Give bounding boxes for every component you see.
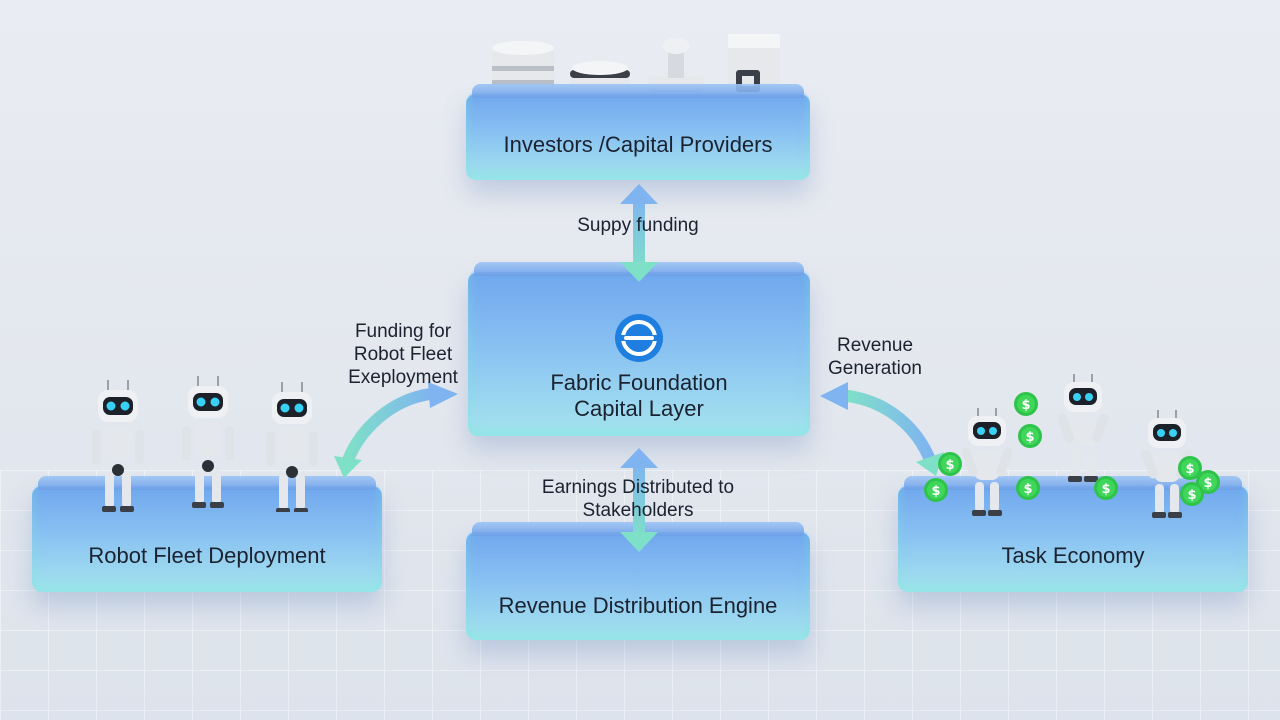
funding-fleet-arrow (334, 382, 458, 478)
robot-icon (91, 379, 145, 512)
hardware-devices (492, 34, 780, 103)
revenue-generation-label: Revenue Generation (810, 334, 940, 380)
fabric-label-line2: Capital Layer (574, 396, 704, 421)
task-economy-label: Task Economy (1001, 543, 1145, 568)
investors-label: Investors /Capital Providers (503, 132, 773, 157)
funding-fleet-label: Funding for Robot Fleet Exeployment (318, 320, 488, 389)
robot-fleet-node: Robot Fleet Deployment (32, 476, 382, 592)
dollar-coin-icon (924, 478, 948, 502)
supply-funding-label: Suppy funding (577, 215, 699, 236)
robot-icon (181, 376, 235, 509)
dollar-coin-icon (1180, 482, 1204, 506)
revenue-engine-node: Revenue Distribution Engine (466, 522, 810, 640)
revenue-generation-line1: Revenue (836, 335, 914, 356)
earnings-line2: Stakeholders (582, 500, 694, 521)
earnings-line1: Earnings Distributed to (541, 477, 735, 498)
funding-fleet-line1: Funding for (354, 321, 452, 342)
revenue-generation-arrow (820, 382, 944, 476)
earnings-arrow (620, 448, 658, 552)
funding-fleet-line3: Exeployment (348, 367, 458, 388)
dollar-coin-icon (1094, 476, 1118, 500)
robot-fleet-label: Robot Fleet Deployment (88, 543, 326, 568)
revenue-engine-label: Revenue Distribution Engine (498, 593, 778, 618)
revenue-generation-line2: Generation (827, 358, 922, 379)
robot-icon (1055, 373, 1111, 483)
dollar-coin-icon (1014, 392, 1038, 416)
earnings-label: Earnings Distributed to Stakeholders (508, 476, 768, 522)
fabric-foundation-node: Fabric Foundation Capital Layer (468, 262, 810, 436)
investors-node: Investors /Capital Providers (466, 84, 810, 180)
fabric-logo-icon (615, 314, 663, 362)
robot-icon (265, 381, 319, 512)
supply-funding-arrow (620, 184, 658, 282)
funding-fleet-line2: Robot Fleet (353, 344, 453, 365)
robot-icon (959, 407, 1015, 517)
dollar-coin-icon (938, 452, 962, 476)
robot-fleet-robots (91, 376, 319, 512)
task-economy-robots: $ (924, 373, 1220, 518)
dollar-coin-icon (1018, 424, 1042, 448)
dollar-coin-icon (1016, 476, 1040, 500)
hardware-device-icon (728, 34, 780, 100)
fabric-label-line1: Fabric Foundation (550, 370, 728, 395)
